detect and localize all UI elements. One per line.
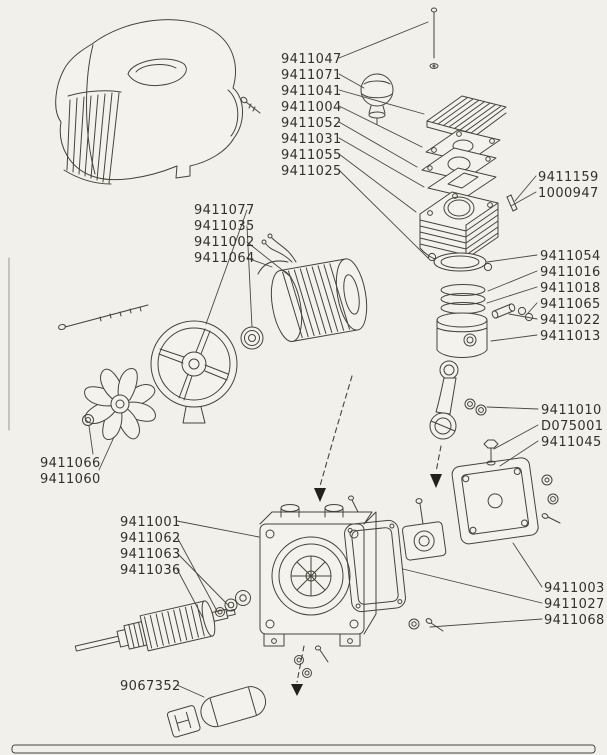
leader-lines [88, 21, 543, 698]
fan-cover-drawing [150, 320, 238, 424]
piston-drawing [436, 312, 488, 358]
crankcase-gasket-drawing [344, 519, 406, 613]
fan-washer-drawing [82, 414, 94, 426]
bearing-drawing [240, 326, 264, 350]
cylinder-base-gasket-drawing [427, 252, 493, 272]
fan-drawing [84, 368, 156, 440]
motor-cover-drawing [55, 19, 243, 185]
scan-footer-bar [11, 744, 596, 754]
canister-drawing [166, 705, 201, 738]
cylinder-drawing [419, 191, 499, 263]
pump-plate-drawing [451, 457, 539, 545]
through-bolt-drawing [58, 304, 149, 331]
intake-filter-drawing [360, 73, 394, 125]
valve-assembly-drawing [401, 498, 447, 561]
plug-fitting-drawing [483, 439, 499, 466]
assembly-arrows [291, 375, 442, 696]
dowel-pin-drawing [506, 194, 518, 212]
capacitor-drawing [200, 686, 267, 728]
connecting-rod-drawing [429, 360, 487, 440]
head-bolt-drawing [429, 7, 439, 69]
scan-artifacts [8, 257, 596, 754]
stator-drawing [270, 258, 368, 342]
plate-fasteners-drawing [541, 474, 561, 524]
wrist-pin-drawing [491, 303, 534, 322]
piston-rings-drawing [440, 284, 486, 314]
bottom-fasteners-drawing [294, 618, 444, 678]
crankcase-drawing [259, 495, 377, 647]
cylinder-head-drawing [426, 95, 507, 140]
stator-wires-drawing [257, 233, 297, 275]
rotor-drawing [74, 600, 236, 652]
cover-screw-drawing [240, 96, 261, 114]
